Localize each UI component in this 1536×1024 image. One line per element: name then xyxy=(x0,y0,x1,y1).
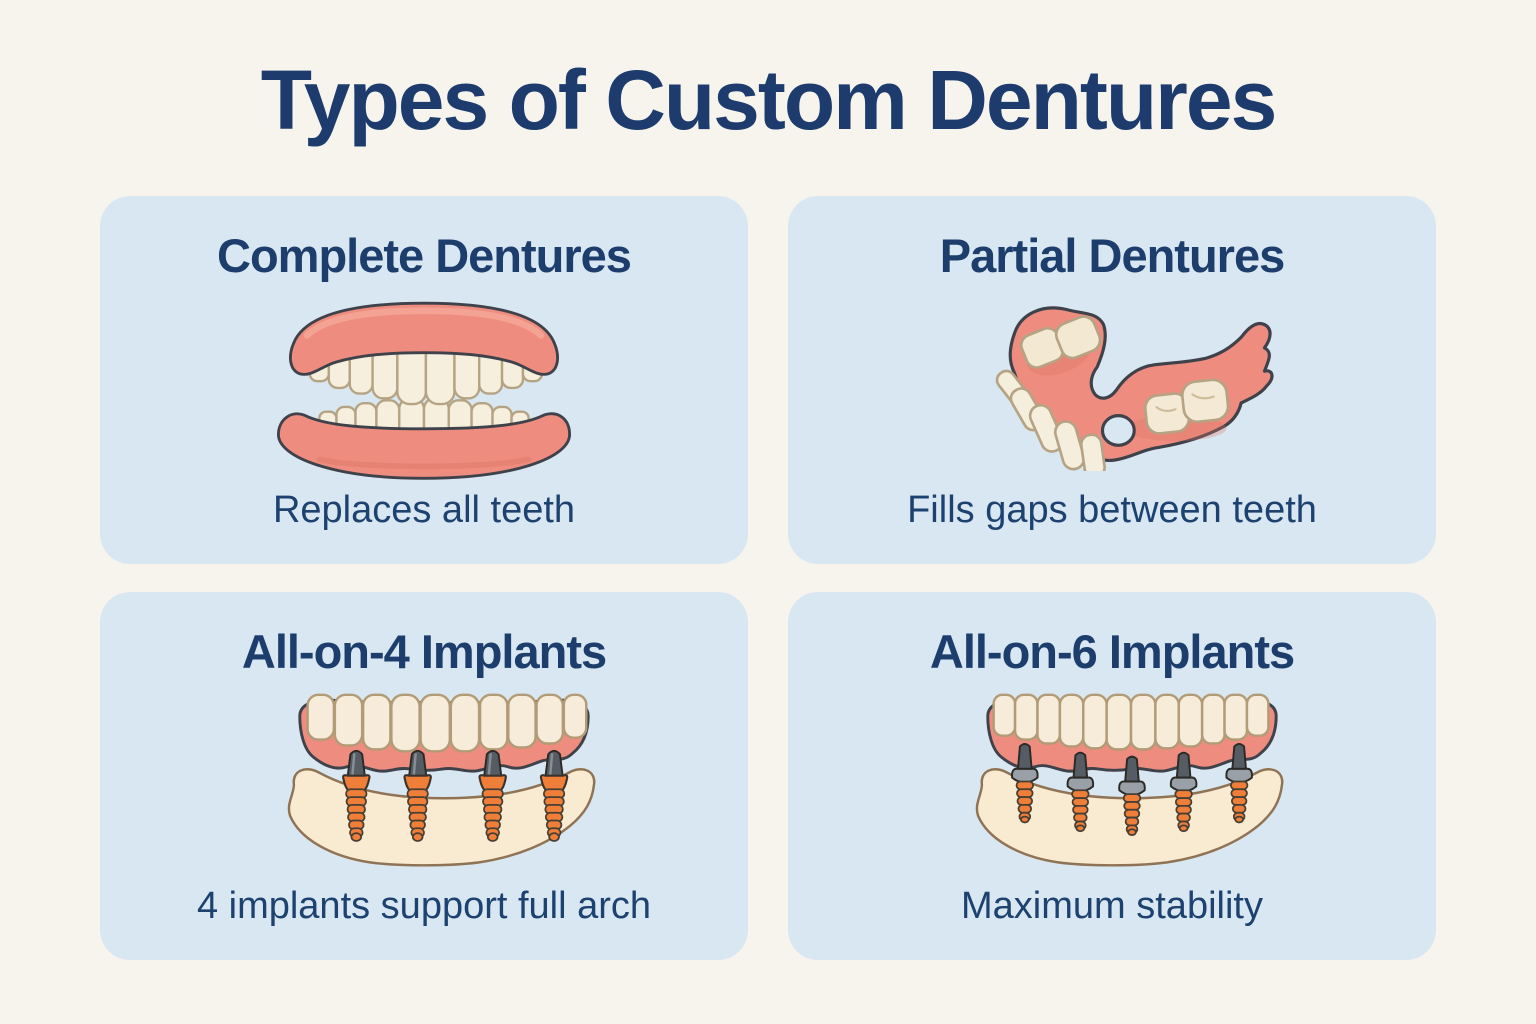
card-heading: Complete Dentures xyxy=(217,229,632,282)
all-on-4-implants-illustration xyxy=(287,693,595,867)
card-complete-dentures: Complete Dentures xyxy=(100,196,748,564)
card-heading: All-on-4 Implants xyxy=(241,625,607,678)
card-caption: 4 implants support full arch xyxy=(196,885,652,927)
implant-group xyxy=(341,749,568,842)
card-partial-dentures: Partial Dentures xyxy=(788,196,1436,564)
figure-wrap xyxy=(267,283,581,489)
card-all-on-4: All-on-4 Implants xyxy=(100,592,748,960)
card-caption: Maximum stability xyxy=(961,885,1263,927)
figure-wrap xyxy=(932,283,1292,489)
complete-dentures-illustration xyxy=(276,301,572,480)
figure-wrap xyxy=(210,679,639,885)
figure-wrap xyxy=(898,679,1327,885)
card-caption: Replaces all teeth xyxy=(272,489,576,531)
page-title: Types of Custom Dentures xyxy=(260,53,1278,147)
implant-group xyxy=(1010,743,1253,836)
card-all-on-6: All-on-6 Implants xyxy=(788,592,1436,960)
all-on-6-implants-illustration xyxy=(975,693,1283,867)
card-caption: Fills gaps between teeth xyxy=(907,489,1317,531)
cards-grid: Complete Dentures xyxy=(100,196,1436,960)
card-heading: All-on-6 Implants xyxy=(929,625,1295,678)
card-heading: Partial Dentures xyxy=(939,229,1285,282)
partial-denture-illustration xyxy=(995,306,1274,471)
